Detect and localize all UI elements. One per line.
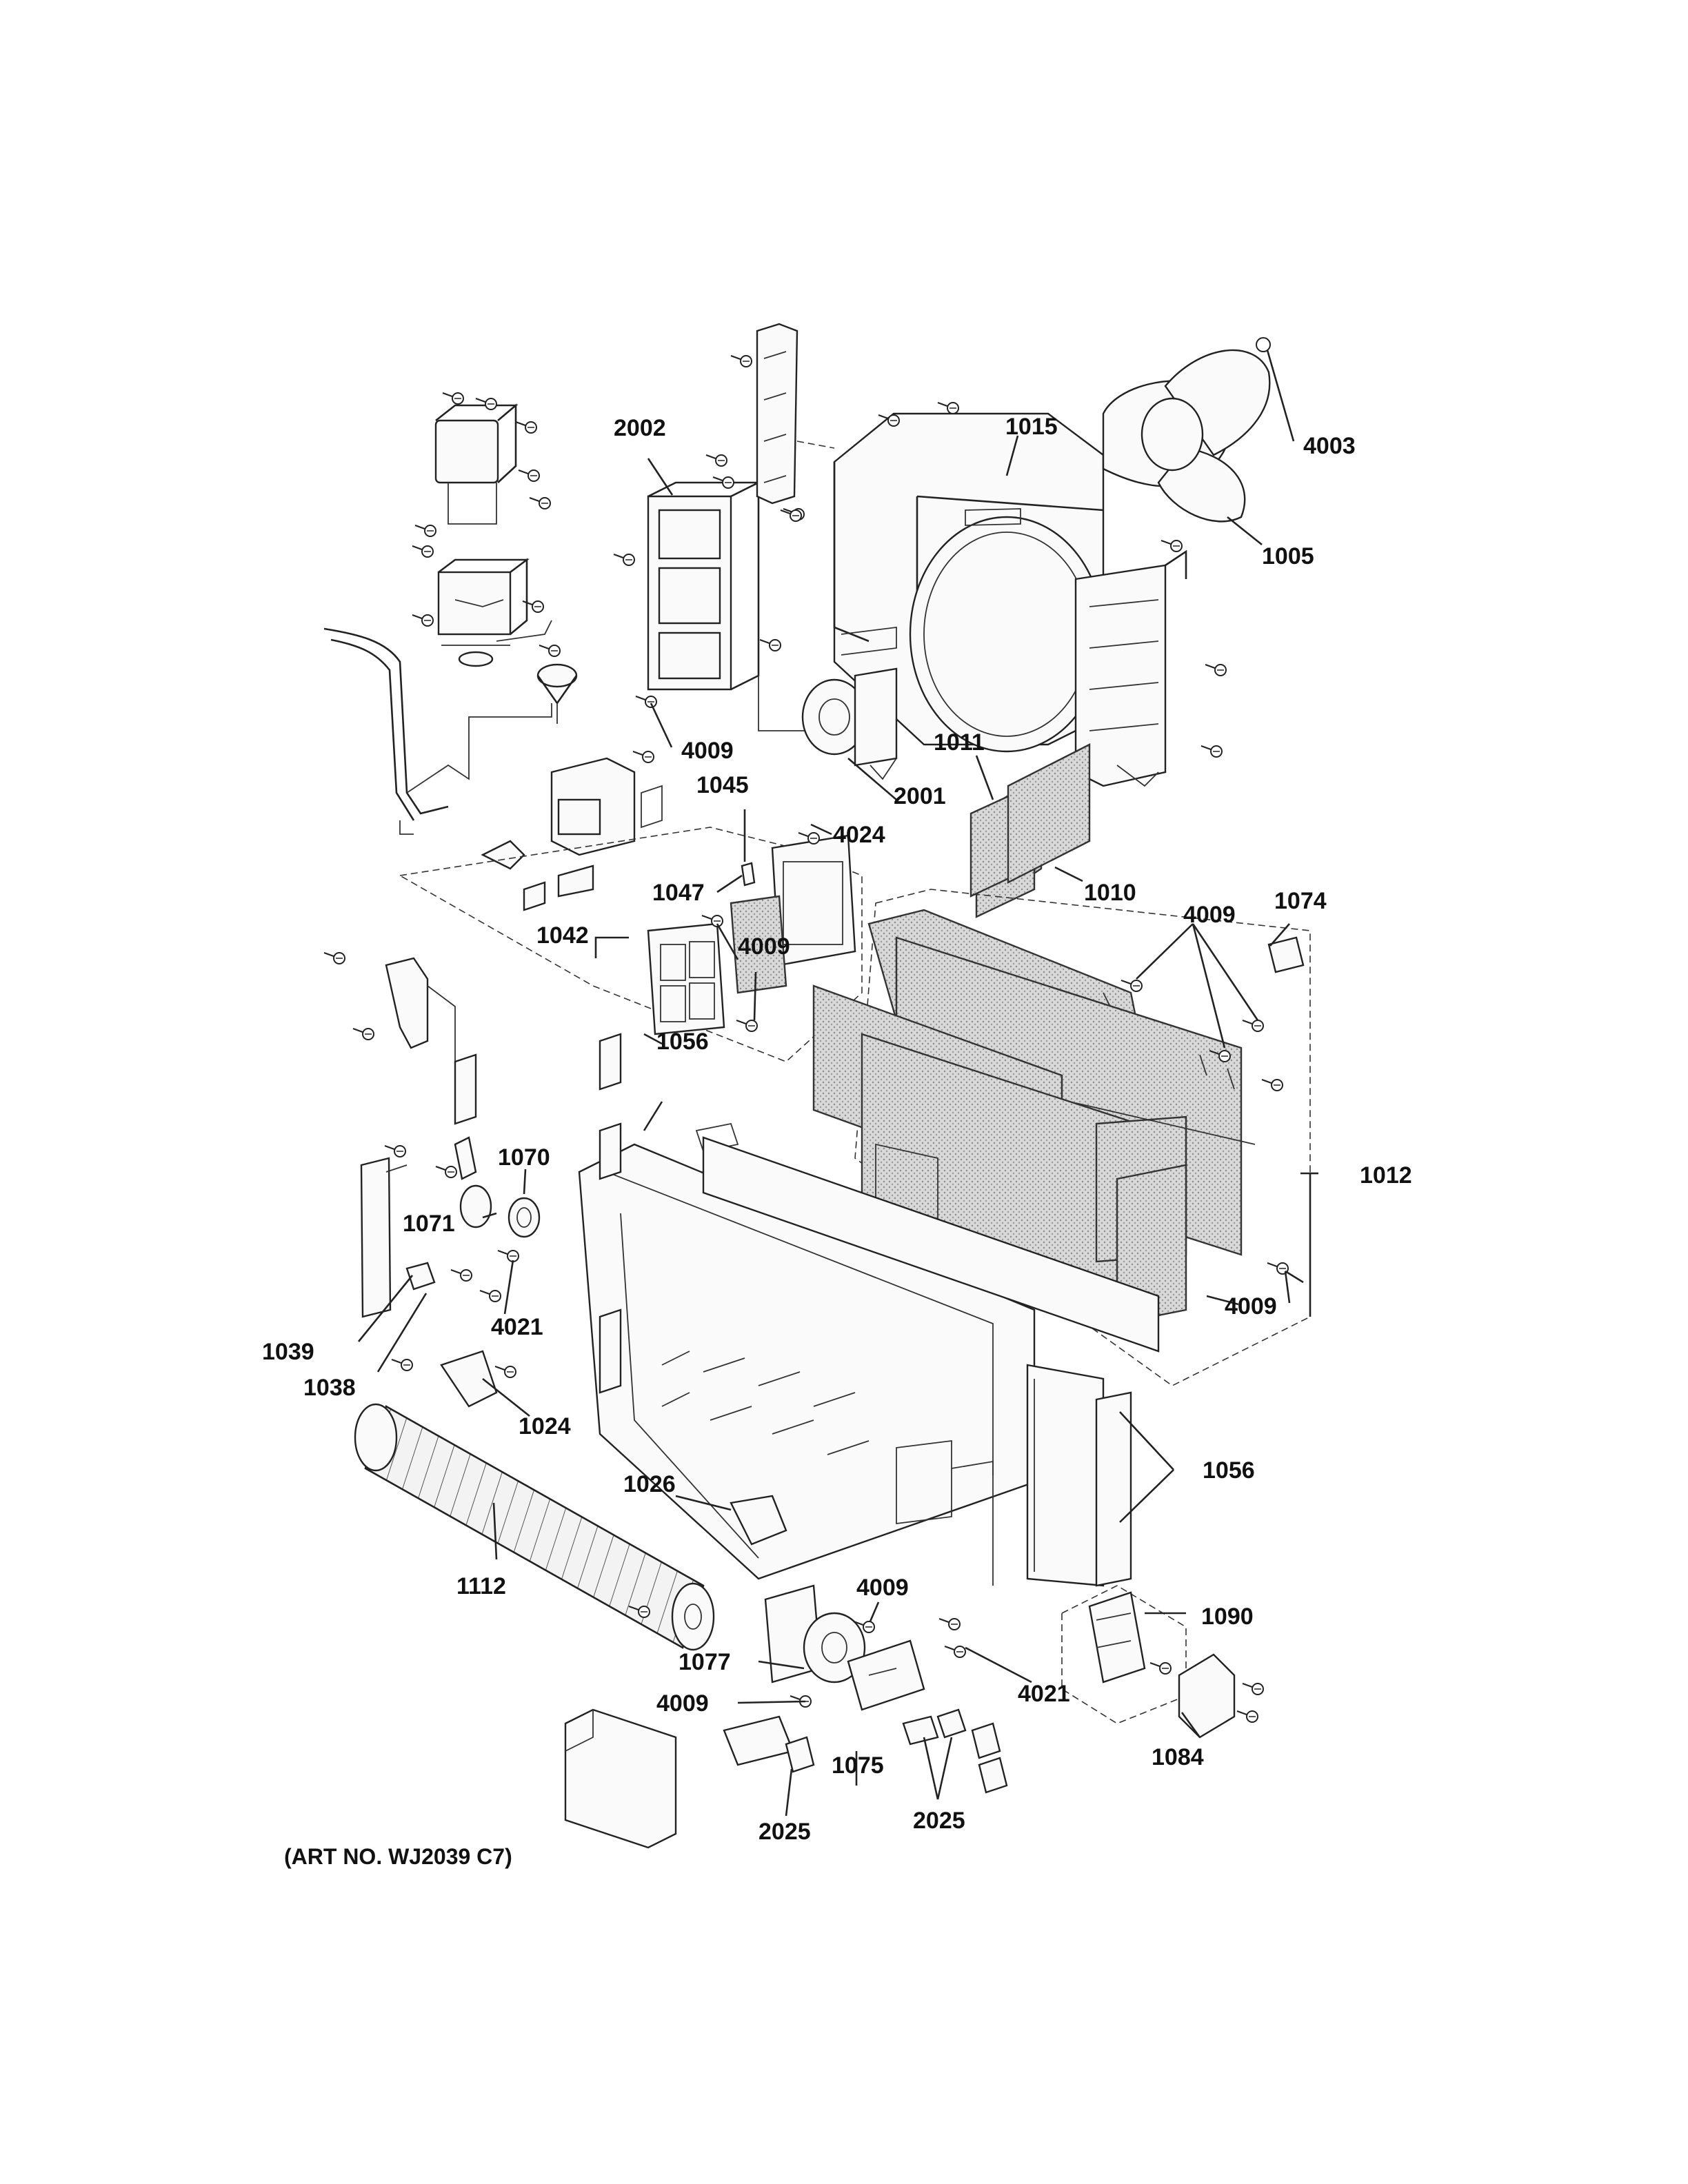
callout-1074: 1074 (1274, 888, 1327, 914)
air-duct-box-2002 (647, 481, 841, 731)
callout-labels: 2002 1015 4003 1005 4009 1011 2001 1045 … (262, 414, 1412, 1869)
callout-1077: 1077 (679, 1649, 731, 1675)
callout-1005: 1005 (1262, 543, 1314, 569)
blower-wheel-1112 (354, 1403, 715, 1651)
callout-2002: 2002 (614, 415, 666, 441)
callout-4021-left: 4021 (491, 1314, 543, 1340)
motor-1077-assembly (723, 1584, 1008, 1794)
callout-1047: 1047 (652, 880, 705, 906)
callout-1070: 1070 (498, 1144, 550, 1171)
callout-4009-right: 4009 (1225, 1293, 1277, 1320)
filter-panels-1012 (812, 889, 1311, 1386)
callout-4021-bottom: 4021 (1018, 1681, 1070, 1707)
callout-1026: 1026 (623, 1471, 676, 1497)
vertical-rail (756, 323, 835, 505)
capacitor-1084 (1178, 1653, 1236, 1739)
drain-tube-assembly (323, 627, 552, 835)
callout-1011: 1011 (934, 729, 985, 756)
callout-4024: 4024 (833, 822, 885, 848)
callout-2025-right: 2025 (913, 1808, 965, 1834)
callout-1015: 1015 (1005, 414, 1058, 440)
bracket-1074 (1267, 936, 1305, 973)
callout-1024: 1024 (519, 1413, 571, 1439)
clip-marks (1103, 992, 1235, 1090)
bracket-1026 (730, 1495, 787, 1546)
filter-set-1011-1010 (969, 743, 1091, 918)
callout-4009-mid-right: 4009 (1183, 902, 1236, 928)
callout-4009-bottom: 4009 (856, 1575, 909, 1601)
callout-1056-mid: 1056 (656, 1029, 709, 1055)
left-brackets (360, 957, 541, 1408)
fan-blade-1005 (1102, 337, 1271, 523)
callout-4009-mid: 4009 (738, 933, 790, 960)
callout-1056-right: 1056 (1203, 1457, 1255, 1484)
callout-2025-left: 2025 (758, 1819, 811, 1845)
callout-4003: 4003 (1303, 433, 1356, 459)
callout-1084: 1084 (1152, 1744, 1204, 1770)
callout-1075: 1075 (832, 1752, 884, 1779)
callout-1038: 1038 (303, 1375, 356, 1401)
callout-2001: 2001 (894, 783, 946, 809)
damper-assembly-1042 (398, 757, 863, 1062)
fan-motor-2001 (801, 667, 898, 780)
access-cover (564, 1708, 677, 1849)
callout-1090: 1090 (1201, 1604, 1254, 1630)
callout-1045: 1045 (696, 772, 749, 798)
fan-shroud-1015 (833, 412, 1187, 787)
art-number: (ART NO. WJ2039 C7) (284, 1844, 512, 1869)
callout-1012: 1012 (1360, 1162, 1412, 1189)
callout-1010: 1010 (1084, 880, 1136, 906)
callout-4009-bottom-left: 4009 (656, 1690, 709, 1717)
leader-lines (357, 350, 1318, 1817)
relay-valve-assembly (434, 403, 578, 724)
base-pan (578, 1033, 1160, 1587)
callout-4009-top: 4009 (681, 738, 734, 764)
callout-1071: 1071 (403, 1211, 455, 1237)
callout-1112: 1112 (456, 1573, 506, 1599)
callout-1042: 1042 (536, 922, 589, 949)
callout-1039: 1039 (262, 1339, 314, 1365)
control-box-1090 (1061, 1585, 1187, 1724)
